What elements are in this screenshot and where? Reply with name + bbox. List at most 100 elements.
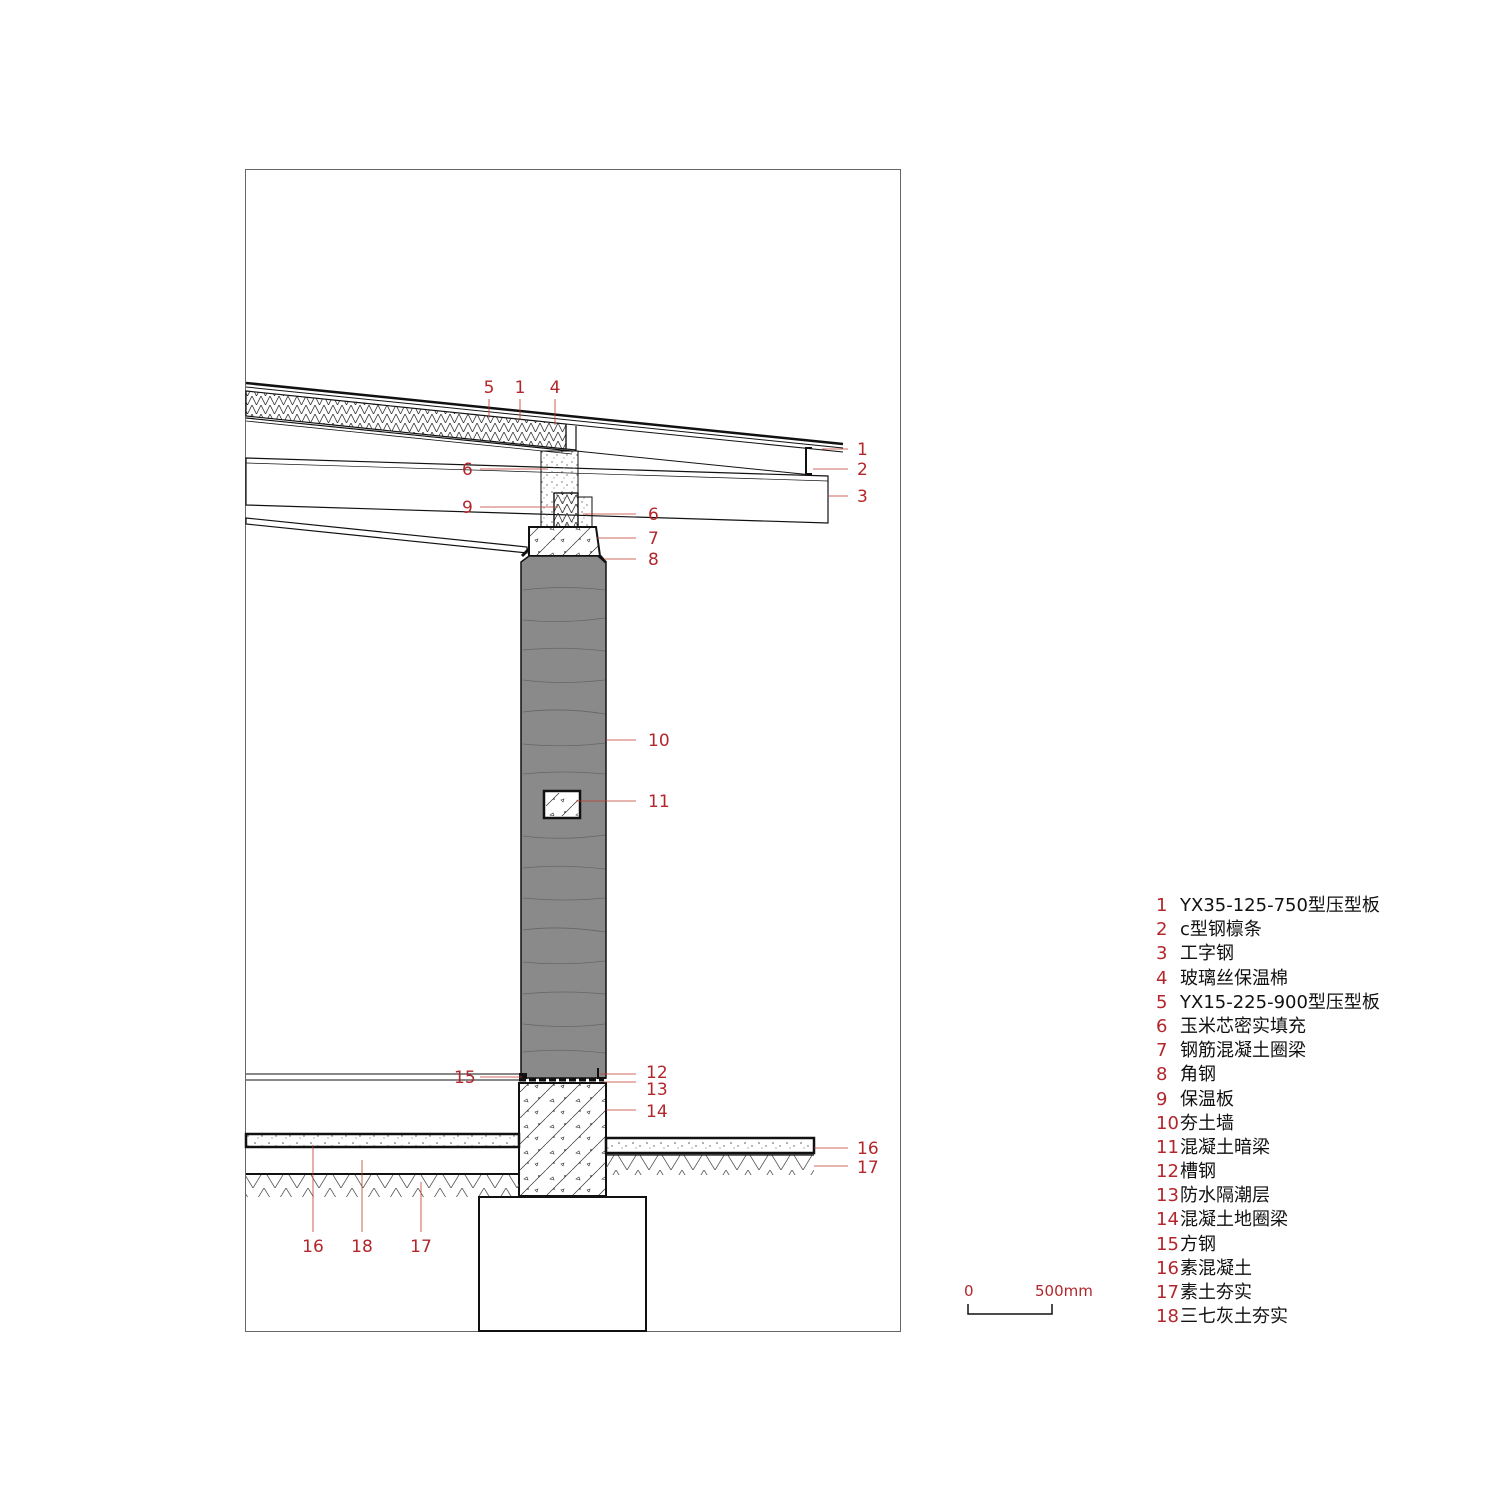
legend-number: 11 <box>1156 1136 1179 1158</box>
legend-item: 2 c型钢檩条 <box>1156 918 1486 942</box>
callout-13: 13 <box>646 1080 668 1100</box>
legend-item: 9 保温板 <box>1156 1088 1486 1112</box>
legend-item: 12槽钢 <box>1156 1160 1486 1184</box>
roof-sheet-top <box>245 381 844 446</box>
exterior-plain-concrete-slab <box>604 1136 816 1155</box>
legend-item: 18三七灰土夯实 <box>1156 1305 1486 1329</box>
exterior-compacted-earth <box>606 1155 814 1175</box>
legend-item: 4 玻璃丝保温棉 <box>1156 967 1486 991</box>
callout-15: 15 <box>454 1068 476 1088</box>
ring-beam <box>528 526 602 557</box>
legend-number: 2 <box>1156 919 1168 941</box>
callout-9: 9 <box>462 498 473 518</box>
end-closure <box>565 424 577 451</box>
legend-number: 14 <box>1156 1209 1179 1231</box>
legend-label: c型钢檩条 <box>1180 919 1262 941</box>
i-beam-flange <box>245 462 829 482</box>
interior-plain-concrete-slab <box>244 1132 521 1149</box>
callout-3: 3 <box>857 487 868 507</box>
legend-number: 8 <box>1156 1064 1168 1086</box>
legend-label: 工字钢 <box>1180 943 1234 965</box>
legend-label: 玉米芯密实填充 <box>1180 1015 1306 1037</box>
scale-end-label: 500mm <box>1035 1282 1093 1300</box>
ceiling-panel <box>245 417 573 452</box>
ground-ring-beam <box>518 1082 607 1197</box>
callout-1: 1 <box>515 378 526 398</box>
leader-lines <box>312 399 848 1232</box>
legend-label: 角钢 <box>1180 1064 1216 1086</box>
legend-label: 防水隔潮层 <box>1180 1185 1270 1207</box>
square-steel <box>519 1073 527 1079</box>
legend-label: YX15-225-900型压型板 <box>1180 991 1380 1013</box>
legend: 1 YX35-125-750型压型板 2 c型钢檩条 3 工字钢 4 玻璃丝保温棉 5 YX15-… <box>1156 894 1486 1329</box>
scale-start-label: 0 <box>964 1282 974 1300</box>
legend-number: 16 <box>1156 1257 1179 1279</box>
i-beam-lower <box>245 517 528 554</box>
legend-item: 15方钢 <box>1156 1233 1486 1257</box>
legend-label: 素混凝土 <box>1180 1257 1252 1279</box>
legend-number: 15 <box>1156 1233 1179 1255</box>
concrete-hidden-beam-fill <box>546 793 578 816</box>
channel-steel <box>597 1068 606 1079</box>
legend-item: 6 玉米芯密实填充 <box>1156 1015 1486 1039</box>
legend-label: 玻璃丝保温棉 <box>1180 967 1288 989</box>
legend-label: 方钢 <box>1180 1233 1216 1255</box>
legend-number: 13 <box>1156 1185 1179 1207</box>
legend-number: 9 <box>1156 1088 1168 1110</box>
foundation <box>478 1196 647 1332</box>
callout-6-right: 6 <box>648 505 659 525</box>
legend-item: 7 钢筋混凝土圈梁 <box>1156 1039 1486 1063</box>
legend-label: 保温板 <box>1180 1088 1234 1110</box>
legend-number: 12 <box>1156 1161 1179 1183</box>
legend-label: 夯土墙 <box>1180 1112 1234 1134</box>
legend-number: 1 <box>1156 895 1168 916</box>
corn-cob-fill-right <box>577 496 593 528</box>
callout-16-right: 16 <box>857 1139 879 1159</box>
roof-sheet-lower <box>565 423 844 453</box>
roof-sheet-top-inner <box>245 386 844 449</box>
callout-16-bottom: 16 <box>302 1237 324 1257</box>
callout-7: 7 <box>648 529 659 549</box>
legend-number: 18 <box>1156 1306 1179 1328</box>
legend-item: 8 角钢 <box>1156 1063 1486 1087</box>
legend-item: 3 工字钢 <box>1156 942 1486 966</box>
callout-8: 8 <box>648 550 659 570</box>
callout-18: 18 <box>351 1237 373 1257</box>
callout-4: 4 <box>550 378 561 398</box>
insulation-board <box>553 492 579 528</box>
purlin-top <box>575 450 813 476</box>
callout-12: 12 <box>646 1063 668 1083</box>
legend-item: 11混凝土暗梁 <box>1156 1136 1486 1160</box>
ceiling-panel-inner <box>245 420 573 455</box>
legend-label: 混凝土地圈梁 <box>1180 1209 1288 1231</box>
legend-label: 钢筋混凝土圈梁 <box>1180 1040 1306 1062</box>
legend-number: 7 <box>1156 1040 1168 1062</box>
c-purlin <box>805 447 812 475</box>
callout-17-bottom: 17 <box>410 1237 432 1257</box>
interior-compacted-earth <box>246 1175 519 1197</box>
legend-label: YX35-125-750型压型板 <box>1180 895 1380 916</box>
callout-17-right: 17 <box>857 1158 879 1178</box>
scale-bar: 0 500mm <box>964 1282 1093 1315</box>
callout-2: 2 <box>857 460 868 480</box>
legend-number: 3 <box>1156 943 1168 965</box>
legend-number: 17 <box>1156 1282 1179 1303</box>
legend-label: 三七灰土夯实 <box>1180 1306 1288 1328</box>
legend-item: 5 YX15-225-900型压型板 <box>1156 991 1486 1015</box>
legend-label: 混凝土暗梁 <box>1180 1136 1270 1158</box>
legend-label: 素土夯实 <box>1180 1282 1252 1303</box>
legend-item: 14混凝土地圈梁 <box>1156 1208 1486 1232</box>
i-beam-upper <box>245 457 829 524</box>
legend-item: 10夯土墙 <box>1156 1112 1486 1136</box>
legend-number: 10 <box>1156 1112 1179 1134</box>
legend-number: 4 <box>1156 967 1168 989</box>
callout-10: 10 <box>648 731 670 751</box>
legend-item: 13防水隔潮层 <box>1156 1184 1486 1208</box>
callout-14: 14 <box>646 1102 668 1122</box>
callout-1-right: 1 <box>857 440 868 460</box>
legend-number: 6 <box>1156 1015 1168 1037</box>
callout-6-left: 6 <box>462 460 473 480</box>
callout-5: 5 <box>484 378 495 398</box>
legend-number: 5 <box>1156 991 1168 1013</box>
